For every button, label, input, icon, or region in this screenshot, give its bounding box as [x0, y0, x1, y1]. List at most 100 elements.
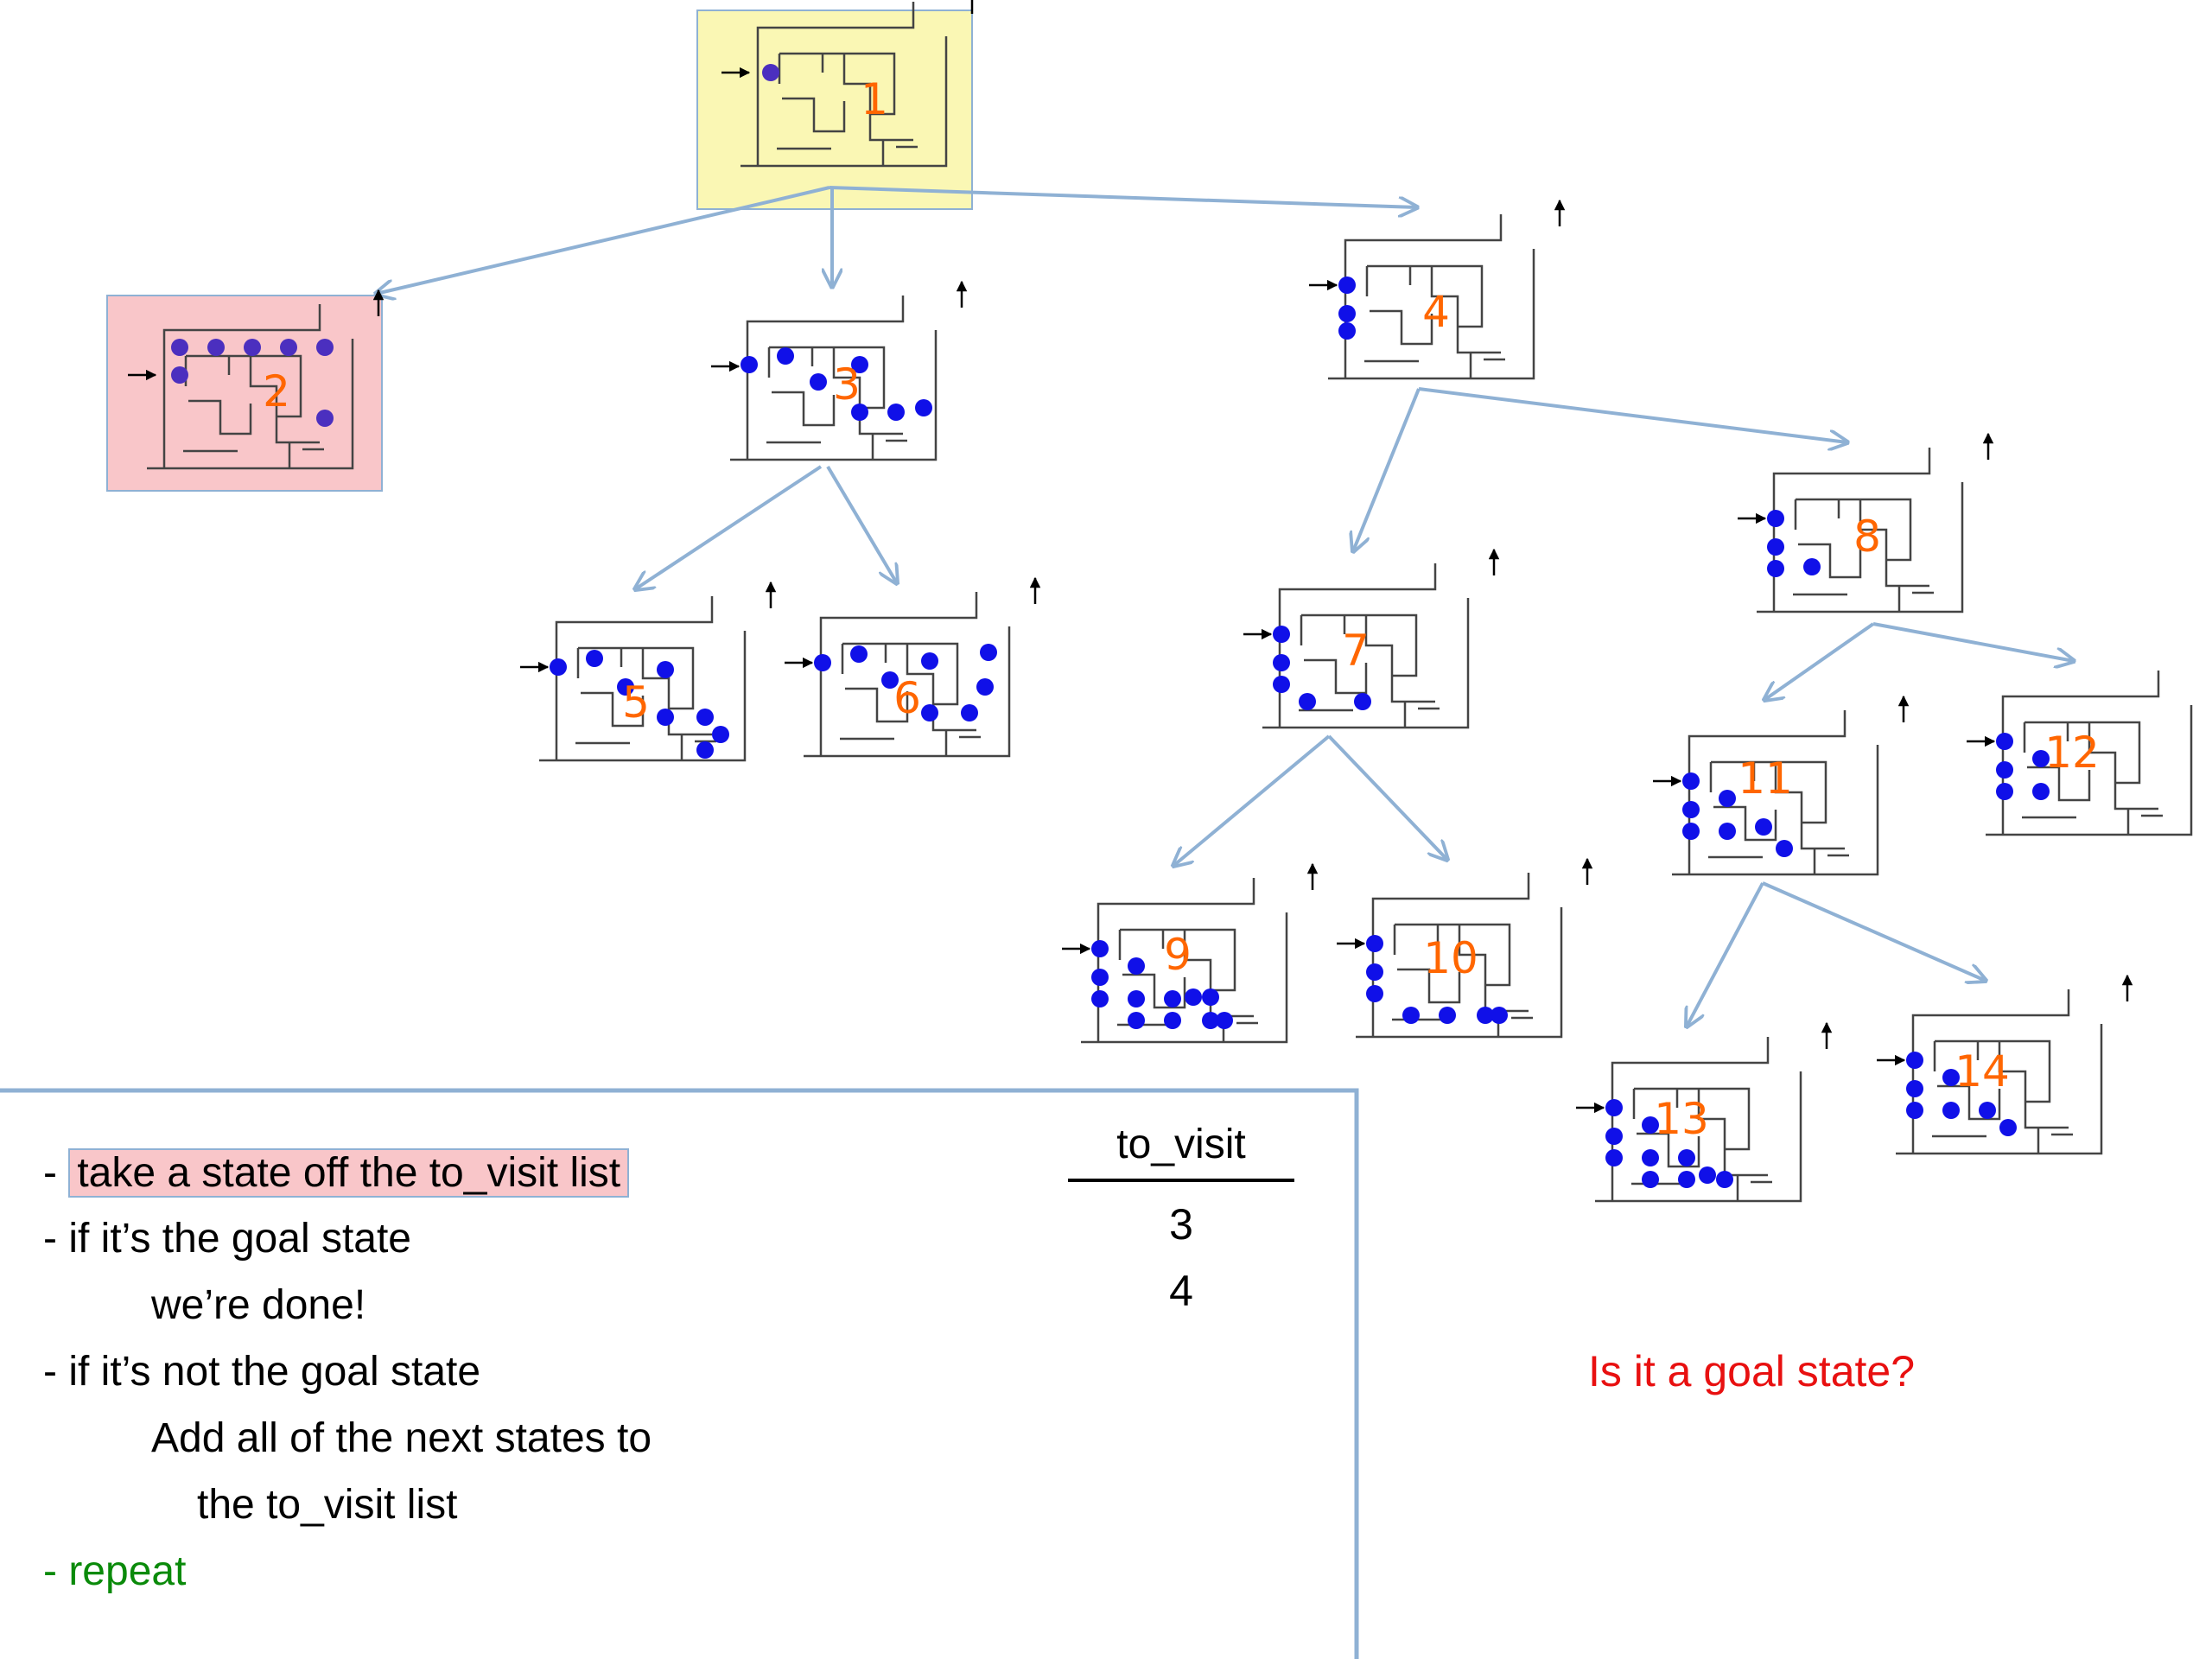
path-dot	[316, 410, 334, 427]
goal-question: Is it a goal state?	[1588, 1347, 1916, 1395]
path-dot	[657, 709, 674, 726]
path-dot	[280, 339, 297, 356]
tree-edge-8-11	[1764, 622, 1875, 700]
path-dot	[1906, 1102, 1923, 1119]
path-dot	[980, 644, 997, 661]
path-dot	[881, 671, 899, 689]
tree-edge-1-4	[829, 186, 1417, 207]
path-dot	[1477, 1007, 1494, 1024]
tree-edge-8-12	[1872, 622, 2074, 661]
path-dot	[1091, 969, 1109, 986]
path-dot	[1682, 823, 1700, 840]
to-visit-item: 4	[1169, 1267, 1193, 1315]
path-dot	[1678, 1171, 1695, 1188]
path-dot	[1642, 1149, 1659, 1166]
path-dot	[1366, 985, 1383, 1002]
step-take-state-highlight: take a state off the to_visit list	[68, 1148, 630, 1198]
path-dot	[1128, 957, 1145, 975]
path-dot	[550, 658, 567, 676]
path-dot	[887, 404, 905, 421]
path-dot	[1338, 305, 1356, 322]
state-number-label: 5	[622, 677, 650, 728]
path-dot	[1642, 1116, 1659, 1134]
path-dot	[2032, 783, 2050, 800]
step-repeat: - repeat	[43, 1548, 187, 1594]
path-dot	[1682, 772, 1700, 790]
maze-state-4: 4	[1309, 199, 1566, 380]
path-dot	[1299, 693, 1316, 710]
tree-edge-3-5	[635, 465, 823, 589]
maze-state-14: 14	[1877, 974, 2133, 1155]
maze-state-5: 5	[520, 581, 777, 762]
path-dot	[1719, 823, 1736, 840]
path-dot	[1273, 626, 1290, 643]
path-dot	[1776, 840, 1793, 857]
path-dot	[316, 339, 334, 356]
path-dot	[171, 339, 188, 356]
maze-state-6: 6	[785, 576, 1041, 758]
path-dot	[1202, 1012, 1219, 1029]
path-dot	[851, 404, 868, 421]
maze-state-11: 11	[1653, 695, 1910, 876]
step-take-state-text: take a state off the to_visit list	[77, 1150, 621, 1196]
step-take-state: - take a state off the to_visit list	[43, 1148, 630, 1198]
path-dot	[1942, 1102, 1960, 1119]
path-dot	[1999, 1119, 2017, 1136]
path-dot	[1642, 1171, 1659, 1188]
maze-state-7: 7	[1243, 548, 1500, 729]
tree-edge-4-8	[1418, 387, 1847, 442]
state-number-label: 4	[1422, 287, 1450, 337]
path-dot	[1366, 963, 1383, 981]
maze-state-12: 12	[1967, 655, 2212, 836]
path-dot	[851, 356, 868, 373]
path-dot	[976, 678, 994, 696]
path-dot	[1491, 1007, 1508, 1024]
path-dot	[1996, 783, 2013, 800]
path-dot	[1164, 990, 1181, 1007]
path-dot	[586, 650, 603, 667]
step-done: we’re done!	[151, 1282, 366, 1328]
maze-state-10: 10	[1337, 857, 1593, 1039]
path-dot	[1755, 818, 1772, 836]
path-dot	[741, 356, 758, 373]
path-dot	[1979, 1102, 1996, 1119]
path-dot	[244, 339, 261, 356]
tree-edge-4-7	[1353, 388, 1421, 551]
maze-state-2: 2	[128, 289, 385, 470]
state-number-label: 8	[1853, 512, 1881, 562]
maze-state-9: 9	[1062, 862, 1319, 1044]
path-dot	[696, 741, 714, 759]
path-dot	[1338, 322, 1356, 340]
path-dot	[1942, 1069, 1960, 1086]
visited-state-highlight	[106, 295, 383, 492]
path-dot	[1906, 1052, 1923, 1069]
tree-edge-11-13	[1687, 882, 1764, 1027]
path-dot	[850, 645, 868, 663]
path-dot	[1354, 693, 1371, 710]
path-dot	[814, 654, 831, 671]
path-dot	[1996, 761, 2013, 779]
path-dot	[1273, 654, 1290, 671]
state-number-label: 12	[2044, 728, 2100, 778]
path-dot	[1366, 935, 1383, 952]
maze-state-1: 1	[721, 0, 974, 168]
path-dot	[1605, 1099, 1623, 1116]
state-number-label: 9	[1164, 930, 1192, 980]
tree-edge-11-14	[1762, 881, 1986, 981]
path-dot	[2032, 750, 2050, 767]
path-dot	[762, 64, 779, 81]
path-dot	[1402, 1007, 1420, 1024]
path-dot	[1906, 1080, 1923, 1097]
path-dot	[1682, 801, 1700, 818]
path-dot	[696, 709, 714, 726]
path-dot	[1164, 1012, 1181, 1029]
path-dot	[1719, 790, 1736, 807]
tree-edge-7-10	[1327, 734, 1447, 860]
step-goal-check: - if it’s the goal state	[43, 1216, 411, 1262]
path-dot	[1605, 1149, 1623, 1166]
maze-state-8: 8	[1738, 432, 1994, 613]
state-number-label: 14	[1955, 1046, 2010, 1096]
path-dot	[657, 661, 674, 678]
path-dot	[1128, 1012, 1145, 1029]
